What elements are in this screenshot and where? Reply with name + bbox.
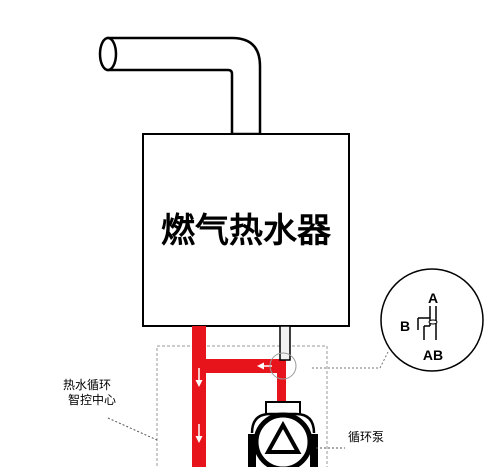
cold-water-pipe [279,325,291,361]
pump-triangle-icon [264,420,302,454]
heater-label: 燃气热水器 [161,211,332,251]
control-center-label-line2: 智控中心 [68,392,116,407]
down-arrow-icon [195,368,203,387]
down-arrow-icon [195,424,203,443]
flue-pipe [98,36,262,136]
valve-ball-icon [428,319,438,325]
valve-port-a: A [428,290,438,306]
pump-label: 循环泵 [348,430,384,444]
hot-water-pipe [192,326,286,467]
control-center-enclosure [156,345,328,467]
control-center-leader-line [107,417,158,441]
control-center-label-line1: 热水循环 [63,378,111,392]
valve-detail-bubble: A B AB [380,268,484,372]
gas-water-heater-box [142,133,350,327]
valve-highlight-circle [269,352,297,380]
valve-port-ab: AB [423,347,443,363]
valve-port-b: B [400,318,410,334]
circulation-pump [248,401,318,467]
valve-callout-line [379,351,389,369]
flue-pipe-opening [98,36,118,72]
